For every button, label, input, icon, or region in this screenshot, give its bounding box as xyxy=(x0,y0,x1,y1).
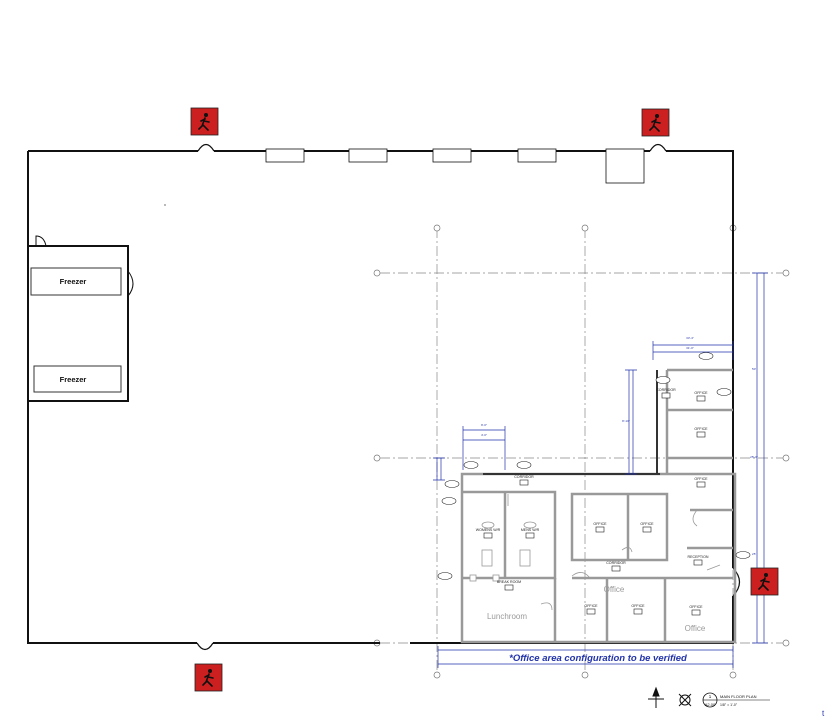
tag-mens-wc: MENS W/R xyxy=(521,528,540,532)
exterior-wall xyxy=(27,150,734,644)
title-block xyxy=(702,692,770,708)
tag-office-c2: OFFICE xyxy=(640,522,654,526)
tag-corridor-low: CORRIDOR xyxy=(606,561,626,565)
keynote-tags xyxy=(437,352,751,580)
page-corner-mark: t xyxy=(822,709,825,718)
compass-icon xyxy=(678,693,692,707)
svg-text:9'-0": 9'-0" xyxy=(481,423,487,427)
tag-corridor-top: CORRIDOR xyxy=(514,475,534,479)
structural-grid xyxy=(380,228,785,675)
grid-bubbles xyxy=(373,224,790,679)
restroom-fixtures xyxy=(469,521,537,582)
tag-office-r2: OFFICE xyxy=(694,427,708,431)
title-block-number: 1 xyxy=(709,694,712,699)
svg-text:31'-0": 31'-0" xyxy=(686,346,694,350)
emergency-exit-icon xyxy=(194,663,223,692)
tag-office-r1: OFFICE xyxy=(694,391,708,395)
room-name-office-right: Office xyxy=(685,624,706,633)
verification-note: *Office area configuration to be verifie… xyxy=(509,653,687,664)
svg-text:8'-10": 8'-10" xyxy=(622,419,630,423)
emergency-exit-icon xyxy=(641,108,670,137)
corridor-walls xyxy=(483,370,660,475)
interior-doors xyxy=(507,494,721,611)
tag-office-b1: OFFICE xyxy=(584,604,598,608)
door-swings xyxy=(196,143,741,651)
title-block-scale: 1/8" = 1'-0" xyxy=(720,703,738,707)
room-name-office-center: Office xyxy=(604,585,625,594)
freezer-label-bottom: Freezer xyxy=(60,375,87,384)
tag-office-c1: OFFICE xyxy=(593,522,607,526)
title-block-sheet: A2.00 xyxy=(705,702,716,707)
svg-text:25'-0": 25'-0" xyxy=(750,455,758,459)
tag-womens-wc: WOMENS W/R xyxy=(476,528,501,532)
tag-office-b2: OFFICE xyxy=(631,604,645,608)
room-name-lunchroom: Lunchroom xyxy=(487,612,527,621)
svg-text:50': 50' xyxy=(752,367,756,371)
emergency-exit-icon xyxy=(750,567,779,596)
tag-corridor-mid: CORRIDOR xyxy=(656,388,676,392)
svg-text:25': 25' xyxy=(752,552,756,556)
svg-text:4'-0": 4'-0" xyxy=(481,433,487,437)
tag-office-r3: OFFICE xyxy=(694,477,708,481)
stray-mark xyxy=(164,204,166,206)
room-tag-boxes xyxy=(483,392,706,616)
room-tags: CORRIDOR CORRIDOR OFFICE OFFICE OFFICE O… xyxy=(476,388,709,609)
dock-openings xyxy=(265,148,645,184)
svg-text:33'-4": 33'-4" xyxy=(686,336,694,340)
freezer-block xyxy=(27,235,134,402)
title-block-title: MAIN FLOOR PLAN xyxy=(720,694,757,699)
dimension-ticks: 33'-4" 31'-0" 9'-0" 4'-0" 8'-10" 50' 25'… xyxy=(481,336,758,556)
tag-break-room: BREAK ROOM xyxy=(497,580,521,584)
office-walls xyxy=(460,368,737,644)
dimension-lines xyxy=(433,272,768,668)
emergency-exit-icon xyxy=(190,107,219,136)
freezer-label-top: Freezer xyxy=(60,277,87,286)
north-arrow-icon xyxy=(648,686,664,708)
tag-reception: RECEPTION xyxy=(688,555,709,559)
tag-office-b3: OFFICE xyxy=(689,605,703,609)
